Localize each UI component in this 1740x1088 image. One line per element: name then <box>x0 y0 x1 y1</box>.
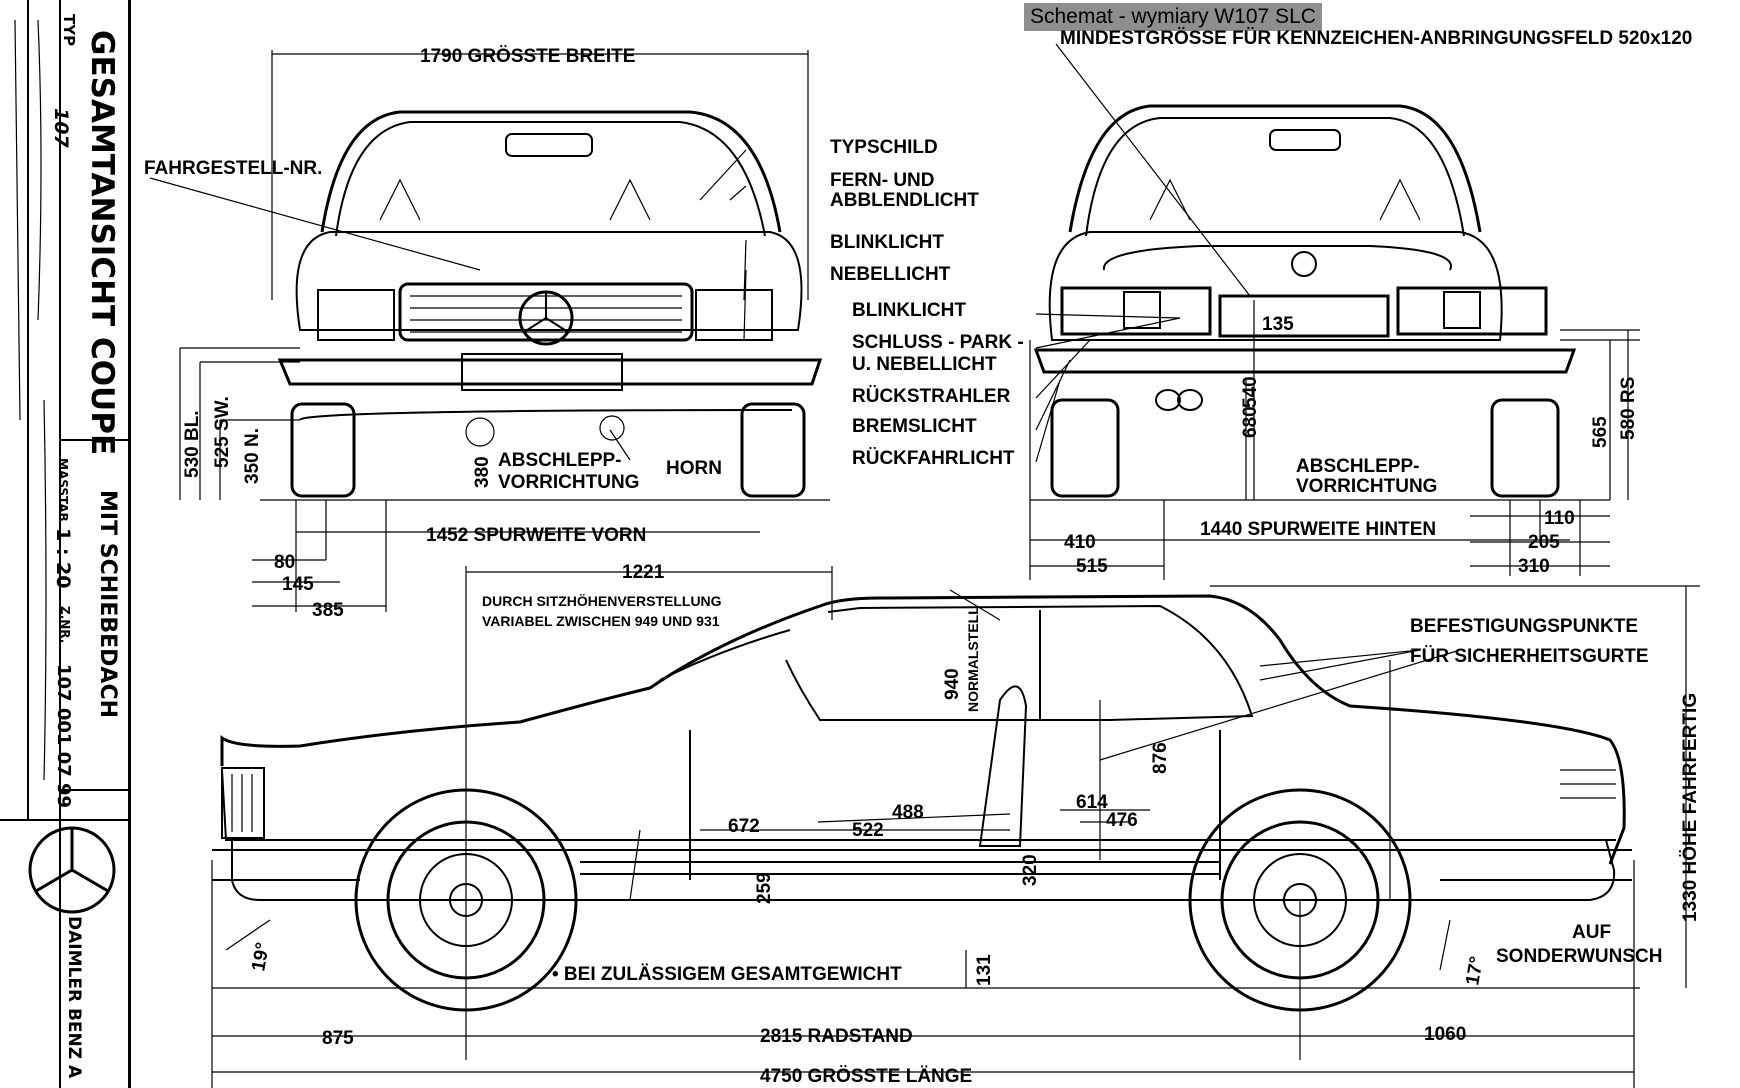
label-abblendlicht: ABBLENDLICHT <box>830 190 979 211</box>
dim-310: 310 <box>1518 556 1550 577</box>
label-blinklicht-front: BLINKLICHT <box>830 232 944 253</box>
dim-380: 380 <box>472 456 493 488</box>
label-rueckfahrlicht: RÜCKFAHRLICHT <box>852 448 1015 469</box>
dim-565: 565 <box>1590 416 1611 448</box>
dim-1221: 1221 <box>622 562 665 583</box>
front-star-emblem <box>518 290 574 346</box>
dim-145: 145 <box>282 574 314 595</box>
angle-front: 19° <box>248 941 274 973</box>
front-width-dim: 1790 GRÖSSTE BREITE <box>420 46 635 67</box>
dim-525: 525 SW. <box>212 396 233 468</box>
dim-410: 410 <box>1064 532 1096 553</box>
dim-385: 385 <box>312 600 344 621</box>
front-track-dim: 1452 SPURWEITE VORN <box>426 525 646 546</box>
dim-672: 672 <box>728 816 760 837</box>
dim-110: 110 <box>1544 508 1575 529</box>
title-block: TYP 107 GESAMTANSICHT COUPE MIT SCHIEBED… <box>0 0 131 1088</box>
weight-note: • BEI ZULÄSSIGEM GESAMTGEWICHT <box>552 964 902 985</box>
rear-labels: MINDESTGRÖSSE FÜR KENNZEICHEN-ANBRINGUNG… <box>852 28 1692 577</box>
dim-height: 1330 HÖHE FAHRFERTIG <box>1680 693 1701 922</box>
label-horn: HORN <box>666 458 722 479</box>
label-rueckstrahler: RÜCKSTRAHLER <box>852 386 1011 407</box>
label-belt-points-2: FÜR SICHERHEITSGURTE <box>1410 646 1649 667</box>
dim-580: 580 RS <box>1618 377 1639 440</box>
dim-522: 522 <box>852 820 884 841</box>
front-dimensions <box>149 50 809 612</box>
dim-540: 540 <box>1240 376 1261 408</box>
label-auf: AUF <box>1572 922 1611 943</box>
dim-259: 259 <box>754 872 775 904</box>
seat-note-2: VARIABEL ZWISCHEN 949 UND 931 <box>482 613 720 629</box>
dim-135: 135 <box>1262 314 1294 335</box>
dim-320: 320 <box>1020 854 1041 886</box>
label-plate-field: MINDESTGRÖSSE FÜR KENNZEICHEN-ANBRINGUNG… <box>1060 28 1692 49</box>
dim-614: 614 <box>1076 792 1108 813</box>
caption: Schemat - wymiary W107 SLC <box>1024 3 1322 31</box>
label-bremslicht: BREMSLICHT <box>852 416 977 437</box>
mercedes-star-logo <box>28 826 116 914</box>
front-view <box>260 110 830 501</box>
label-abschlepp-rear-1: ABSCHLEPP- <box>1296 456 1420 477</box>
dim-940: 940 <box>942 668 963 700</box>
label-belt-points-1: BEFESTIGUNGSPUNKTE <box>1410 616 1638 637</box>
label-blinklicht-rear: BLINKLICHT <box>852 300 966 321</box>
dim-875: 875 <box>322 1028 354 1049</box>
seat-note-1: DURCH SITZHÖHENVERSTELLUNG <box>482 593 722 609</box>
dim-488: 488 <box>892 802 924 823</box>
dim-131: 131 <box>974 954 995 986</box>
dim-1060: 1060 <box>1424 1024 1466 1045</box>
label-sonderwunsch: SONDERWUNSCH <box>1496 946 1662 967</box>
label-abschlepp-front-2: VORRICHTUNG <box>498 472 639 493</box>
side-dimensions <box>211 566 1700 1088</box>
label-abschlepp-rear-2: VORRICHTUNG <box>1296 476 1437 497</box>
rear-dimensions <box>1029 43 1640 580</box>
dim-350: 350 N. <box>242 428 263 484</box>
label-fahrgestell-nr: FAHRGESTELL-NR. <box>144 158 322 179</box>
label-nebellicht: NEBELLICHT <box>830 264 951 285</box>
dim-680: 680 <box>1240 406 1261 438</box>
rear-star-emblem <box>1291 251 1317 277</box>
rear-track-dim: 1440 SPURWEITE HINTEN <box>1200 519 1436 540</box>
title-strip-lines <box>0 0 128 1088</box>
dim-515: 515 <box>1076 556 1108 577</box>
label-nebellicht-rear: U. NEBELLICHT <box>852 354 997 375</box>
length-dim: 4750 GRÖSSTE LÄNGE <box>760 1066 972 1087</box>
label-fern: FERN- UND <box>830 170 935 191</box>
label-schluss: SCHLUSS - PARK - <box>852 332 1024 353</box>
dim-205: 205 <box>1528 532 1560 553</box>
dim-530: 530 BL. <box>182 410 203 478</box>
wheelbase-dim: 2815 RADSTAND <box>760 1026 913 1047</box>
label-normalstell: NORMALSTELL <box>965 606 981 712</box>
rear-view <box>1030 104 1610 501</box>
dim-476: 476 <box>1106 810 1138 831</box>
dim-876: 876 <box>1150 742 1171 774</box>
angle-rear: 17° <box>1462 955 1488 987</box>
side-labels: 1221 DURCH SITZHÖHENVERSTELLUNG VARIABEL… <box>248 562 1701 1087</box>
front-labels: 1790 GRÖSSTE BREITE FAHRGESTELL-NR. TYPS… <box>144 46 979 621</box>
dim-80: 80 <box>274 552 295 573</box>
label-abschlepp-front-1: ABSCHLEPP- <box>498 450 622 471</box>
label-typschild: TYPSCHILD <box>830 137 938 158</box>
